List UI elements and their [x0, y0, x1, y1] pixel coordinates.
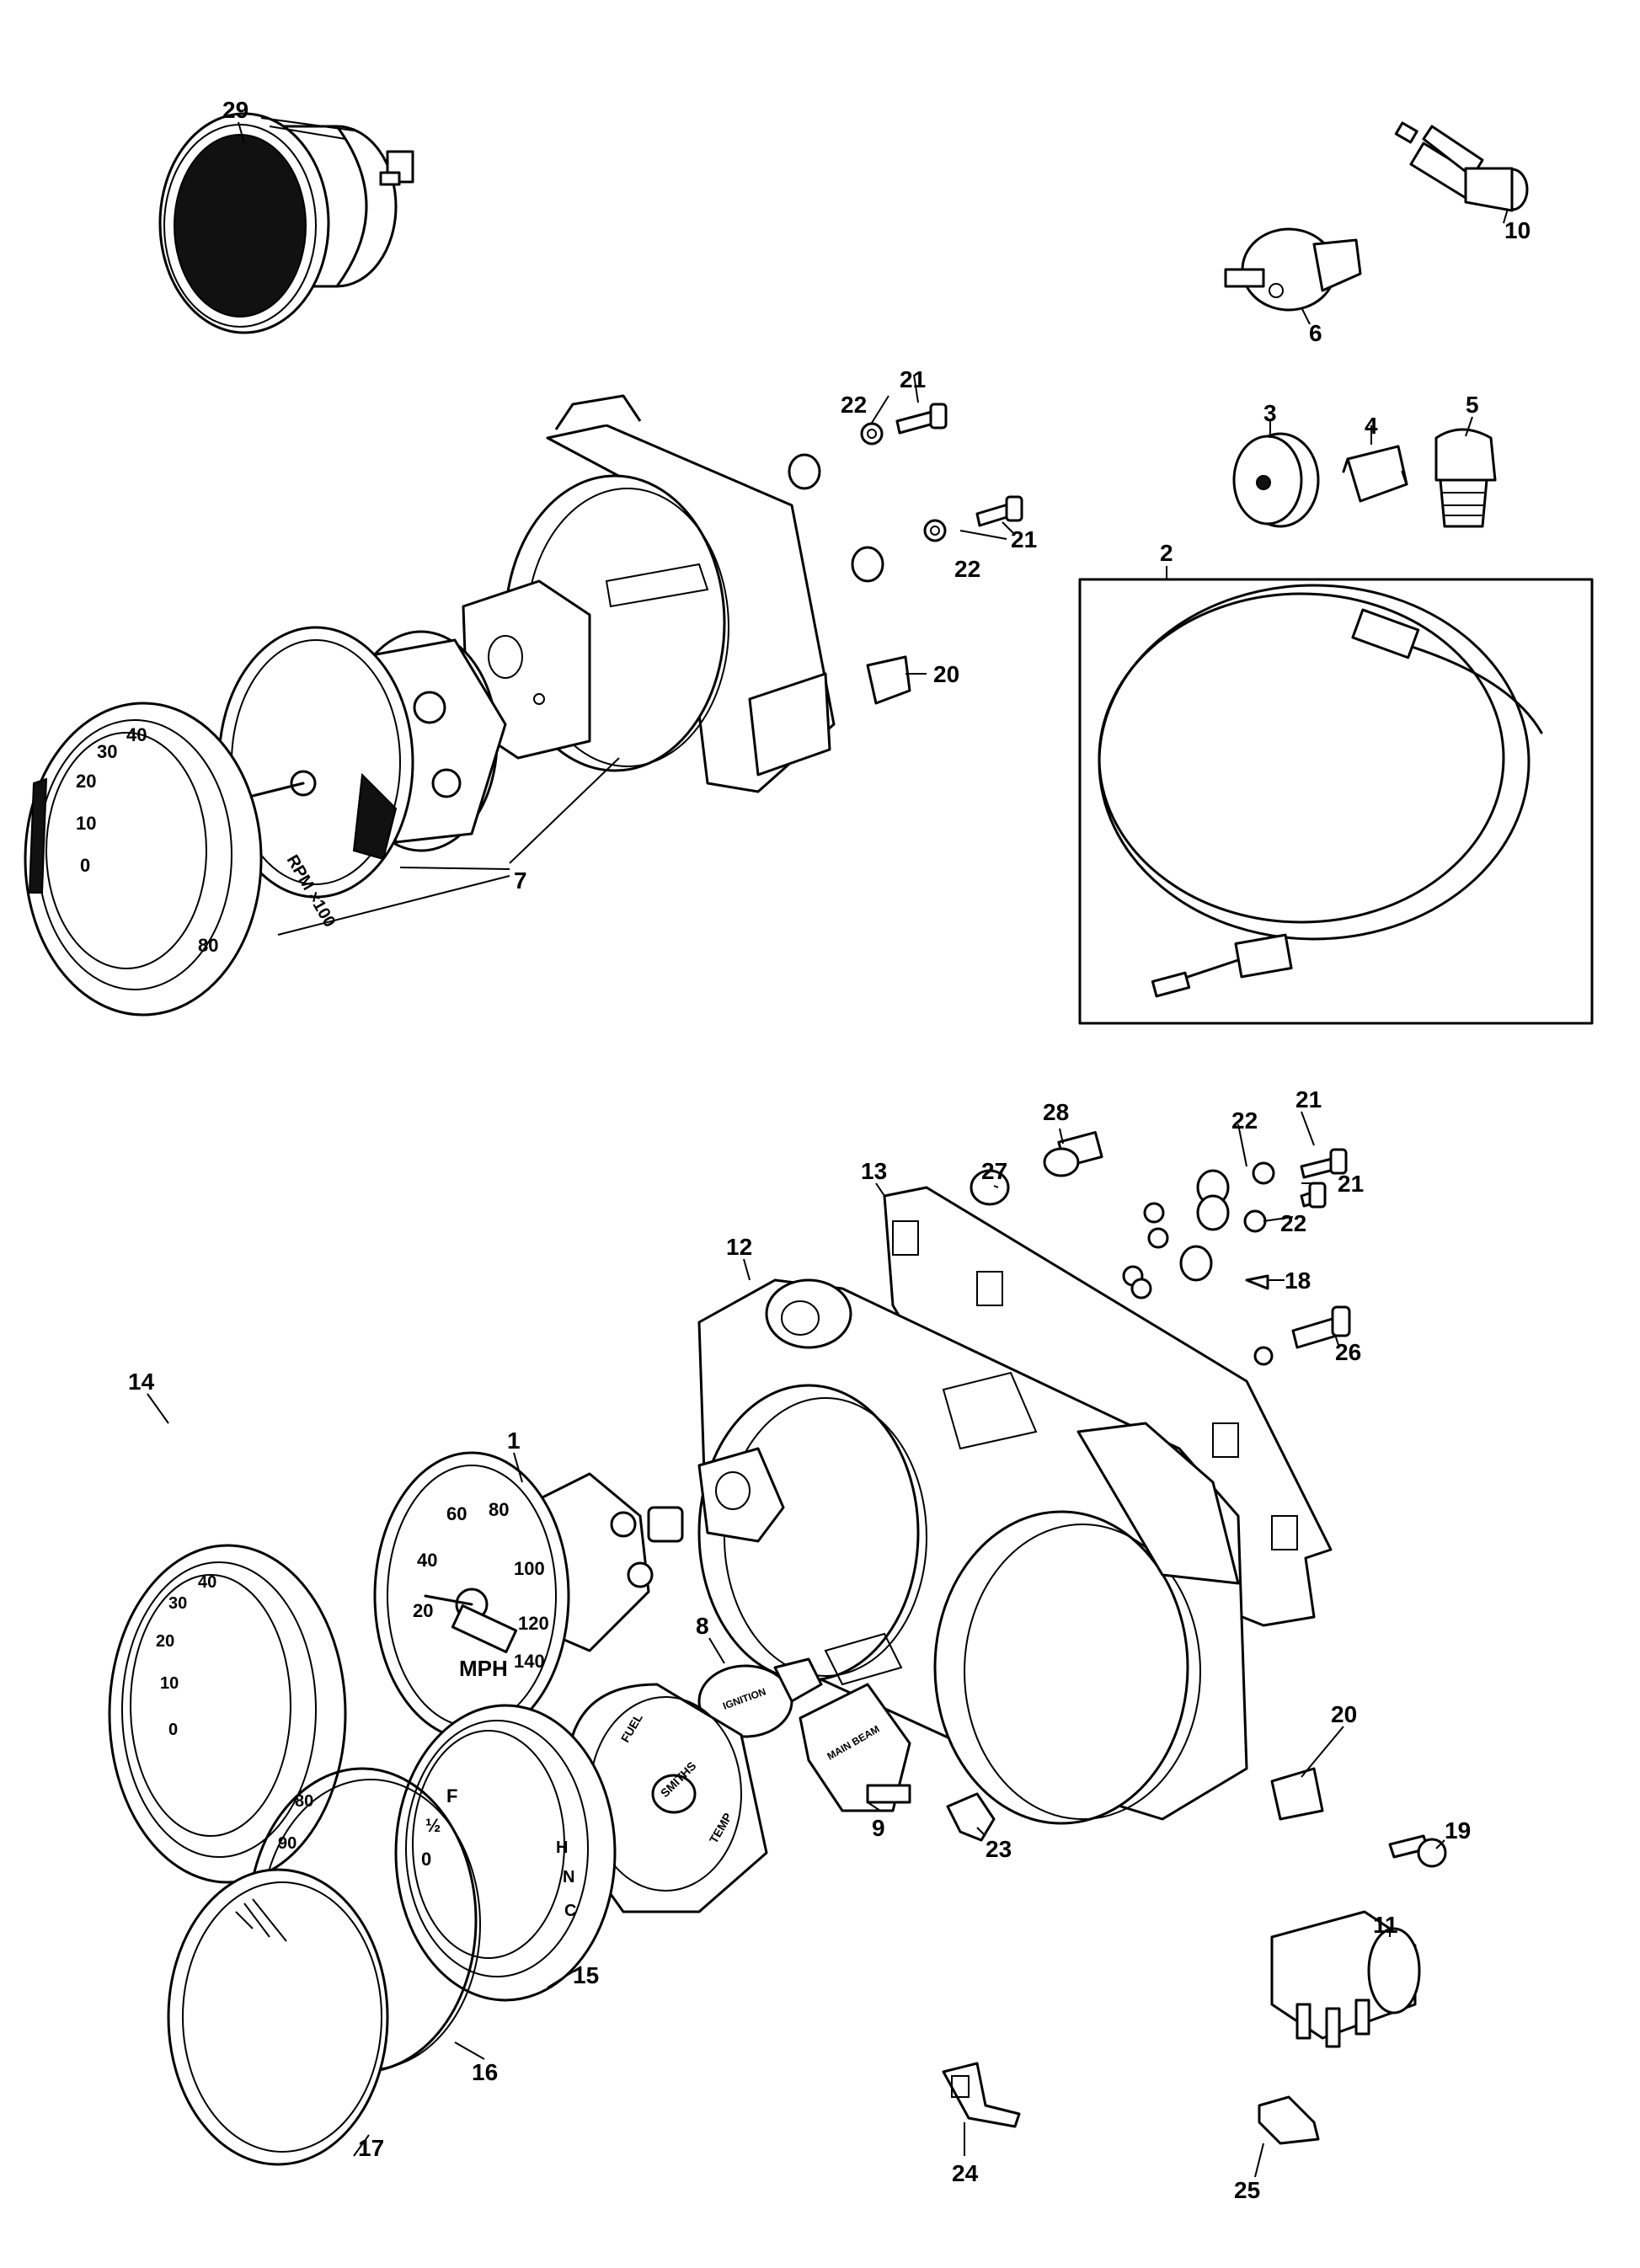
speedometer-bezel-14: 0 10 20 30 40 80 90	[108, 1544, 347, 1884]
grommet-3	[1232, 432, 1320, 528]
callout-18: 18	[1285, 1267, 1311, 1294]
cable-box-2	[1078, 578, 1594, 1025]
fuel-temp-dial: SMITHS FUEL TEMP	[571, 1683, 768, 1913]
tach-bezel-30: 30	[97, 741, 117, 762]
speedo-120: 120	[518, 1613, 549, 1634]
fuel-temp-bezel-15: F ½ 0 H N C	[394, 1704, 617, 2002]
speedo-80: 80	[489, 1499, 509, 1520]
callout-26: 26	[1335, 1339, 1361, 1365]
callout-7: 7	[514, 867, 527, 894]
main-housing-12	[697, 1278, 1248, 1825]
callout-22-c: 22	[1231, 1107, 1258, 1134]
speedometer-dial: 20 40 60 80 100 120 140 MPH	[373, 1451, 570, 1741]
lens-rim-17	[167, 1868, 389, 2166]
callout-25: 25	[1234, 2177, 1260, 2203]
callout-10: 10	[1504, 217, 1530, 243]
speedo-bezel-90: 90	[278, 1834, 296, 1853]
callout-21-a: 21	[900, 366, 926, 392]
callout-22-d: 22	[1280, 1210, 1306, 1236]
speedo-bezel-80: 80	[295, 1792, 313, 1811]
speedo-bezel-20: 20	[156, 1632, 174, 1651]
tach-bezel-0: 0	[80, 855, 90, 876]
flasher-11	[1270, 1910, 1421, 2048]
tach-bezel-80: 80	[198, 935, 218, 956]
callout-17: 17	[358, 2135, 384, 2161]
callouts: 29 10 6 21 22 3 4 5 21 22 2 20 7 21 28 2…	[128, 97, 1530, 2203]
callout-23: 23	[986, 1836, 1012, 1862]
fuel-half: ½	[425, 1815, 441, 1836]
callout-21-b: 21	[1011, 526, 1037, 552]
callout-20-b: 20	[1331, 1701, 1357, 1727]
callout-21-c: 21	[1295, 1086, 1322, 1113]
callout-29: 29	[222, 97, 248, 123]
speedo-bezel-30: 30	[168, 1594, 187, 1613]
callout-22-a: 22	[841, 392, 867, 418]
bracket-23	[946, 1792, 996, 1842]
callout-6: 6	[1309, 320, 1322, 346]
temp-c: C	[564, 1902, 576, 1920]
fasteners-lower	[970, 1131, 1351, 1366]
callout-21-d: 21	[1338, 1171, 1364, 1197]
callout-27: 27	[981, 1158, 1007, 1184]
tachometer-dial: RPM ×100	[217, 626, 414, 931]
callout-12: 12	[726, 1234, 752, 1260]
bracket-24	[942, 2062, 1021, 2128]
callout-3: 3	[1263, 400, 1277, 426]
speedo-60: 60	[446, 1503, 467, 1524]
callout-leaders	[147, 121, 1509, 2178]
callout-14: 14	[128, 1369, 155, 1395]
callout-13: 13	[861, 1158, 887, 1184]
gauge-29	[158, 112, 414, 334]
callout-24: 24	[952, 2160, 979, 2186]
callout-20-a: 20	[933, 661, 959, 687]
clip-4	[1342, 445, 1408, 503]
bulb-holder-5	[1434, 428, 1497, 528]
callout-5: 5	[1466, 392, 1479, 418]
tach-bezel-10: 10	[76, 813, 96, 834]
tachometer-bezel: 0 10 20 30 40 80	[24, 702, 263, 1017]
temp-sender-10	[1394, 121, 1529, 212]
callout-19: 19	[1445, 1817, 1471, 1844]
speedo-100: 100	[514, 1558, 545, 1579]
callout-11: 11	[1373, 1912, 1398, 1938]
screw-19	[1388, 1834, 1447, 1868]
callout-1: 1	[507, 1428, 521, 1454]
warning-light-9: MAIN BEAM	[799, 1683, 911, 1812]
fuel-f: F	[446, 1785, 457, 1806]
callout-2: 2	[1160, 540, 1173, 566]
clip-20-lower	[1270, 1767, 1324, 1821]
callout-9: 9	[872, 1815, 885, 1841]
callout-22-b: 22	[954, 556, 980, 582]
speedo-bezel-40: 40	[198, 1573, 216, 1592]
speedo-bezel-0: 0	[168, 1721, 178, 1739]
fasteners-upper	[788, 403, 1023, 705]
bracket-25	[1258, 2095, 1320, 2145]
callout-15: 15	[573, 1962, 599, 1988]
callout-28: 28	[1043, 1099, 1069, 1125]
speedo-140: 140	[514, 1651, 545, 1672]
callout-16: 16	[472, 2059, 498, 2085]
speedo-bezel-10: 10	[160, 1674, 179, 1693]
speedo-unit: MPH	[459, 1656, 508, 1681]
temp-h: H	[556, 1838, 568, 1857]
oil-switch-6	[1224, 227, 1362, 312]
speedo-20: 20	[413, 1600, 433, 1621]
warning-light-8: IGNITION	[697, 1657, 823, 1738]
callout-8: 8	[696, 1613, 709, 1639]
tach-bezel-20: 20	[76, 771, 96, 792]
callout-4: 4	[1365, 413, 1378, 439]
fuel-0: 0	[421, 1849, 431, 1870]
leaders-7	[277, 757, 620, 936]
speedo-40: 40	[417, 1550, 437, 1571]
tach-bezel-40: 40	[126, 724, 147, 745]
temp-n: N	[563, 1868, 574, 1886]
